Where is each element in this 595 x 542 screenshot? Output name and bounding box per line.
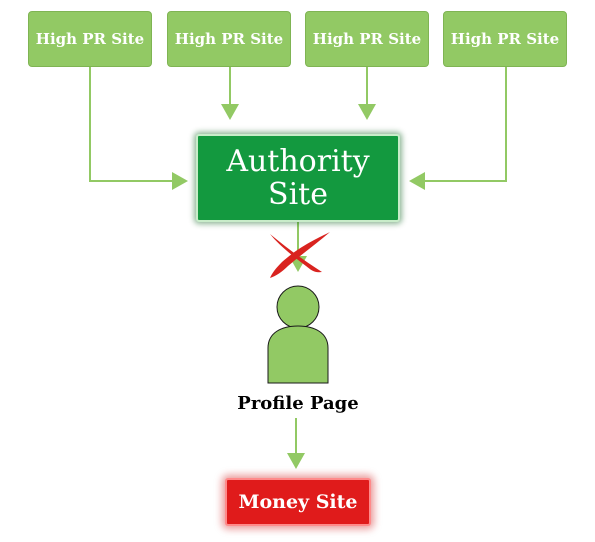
authority-site-box: Authority Site: [196, 134, 400, 222]
arrow-source-1: [89, 67, 172, 182]
red-x-icon: [270, 232, 330, 278]
arrowhead-source-1: [172, 172, 188, 190]
arrowhead-source-3: [358, 104, 376, 120]
arrowhead-source-4: [409, 172, 425, 190]
high-pr-site-label-1: High PR Site: [35, 30, 145, 48]
money-site-label: Money Site: [238, 491, 358, 513]
high-pr-site-box-2: High PR Site: [167, 11, 291, 67]
authority-site-label-line1: Authority: [226, 144, 370, 179]
arrowhead-profile-to-money: [287, 453, 305, 469]
authority-site-label-line2: Site: [268, 177, 328, 212]
high-pr-site-box-4: High PR Site: [443, 11, 567, 67]
arrow-source-4: [425, 67, 507, 182]
person-icon: [267, 285, 329, 384]
arrowhead-source-2: [221, 104, 239, 120]
high-pr-site-box-1: High PR Site: [28, 11, 152, 67]
high-pr-site-label-4: High PR Site: [450, 30, 560, 48]
high-pr-site-label-2: High PR Site: [174, 30, 284, 48]
money-site-box: Money Site: [225, 478, 371, 526]
high-pr-site-box-3: High PR Site: [305, 11, 429, 67]
high-pr-site-label-3: High PR Site: [312, 30, 422, 48]
profile-page-label: Profile Page: [237, 393, 359, 414]
